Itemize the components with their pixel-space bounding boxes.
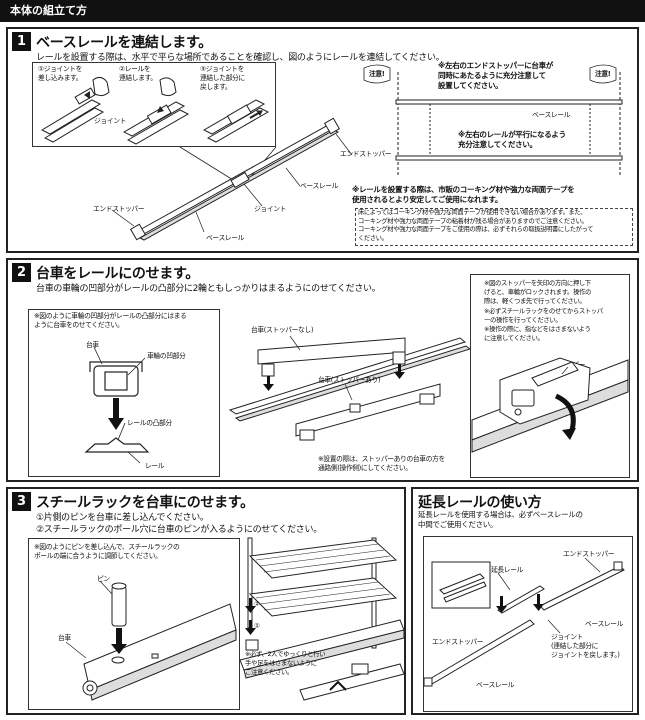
step3-step2-marker: ② <box>254 600 260 608</box>
step2-placement-note: ※設置の際は、ストッパーありの台車の方を 通路側(操作側)にしてください。 <box>318 455 445 472</box>
step1-base-rail-bottom-label: ベースレール <box>206 234 245 242</box>
ext-base-rail-bottom-label: ベースレール <box>476 681 515 689</box>
step3-step1-marker: ① <box>254 622 260 630</box>
ext-joint-note: ジョイント (連結した部分に ジョイントを戻します。) <box>551 633 620 659</box>
step1-note-small: 床によってはコーキング材や強力な両面テープが使用できない場合があります。また、 … <box>358 209 593 242</box>
step1-note-top: ※左右のエンドストッパーに台車が 同時にあたるように充分注意して 設置してくださ… <box>438 61 553 91</box>
step2-wheel-concave-label: 車輪の凹部分 <box>147 352 186 360</box>
step2-cart-label: 台車 <box>86 341 99 349</box>
ext-end-stopper-left-label: エンドストッパー <box>432 638 484 646</box>
step1-sub3-label: ③ジョイントを 連結した部分に 戻します。 <box>200 65 245 91</box>
step2-cart-no-stopper-label: 台車(ストッパーなし) <box>251 326 314 334</box>
ext-title: 延長レールの使い方 <box>418 495 542 511</box>
step1-sub2-label: ②レールを 連結します。 <box>119 65 157 82</box>
page-header: 本体の組立て方 <box>0 0 645 22</box>
step3-pin-label: ピン <box>97 575 110 583</box>
step2-rail-label: レール <box>145 462 165 470</box>
step3-description-2: ②スチールラックのポール穴に台車のピンが入るようにのせてください。 <box>36 525 322 535</box>
step2-title: 台車をレールにのせます。 <box>36 266 199 282</box>
step1-note-parallel: ※左右のレールが平行になるよう 充分注意してください。 <box>458 130 566 150</box>
step1-caution-right: 注意! <box>595 70 611 78</box>
ext-description: 延長レールを使用する場合は、必ずベースレールの 中間でご使用ください。 <box>418 510 583 529</box>
step3-cart-label: 台車 <box>58 634 71 642</box>
step2-inset-note: ※図のように車輪の凹部分がレールの凸部分にはまる ように台車をのせてください。 <box>34 312 187 329</box>
step1-title: ベースレールを連結します。 <box>36 35 212 51</box>
step1-end-stopper-left-label: エンドストッパー <box>93 205 145 213</box>
step1-note-small-box <box>355 208 633 246</box>
step1-note-bold: ※レールを設置する際は、市販のコーキング材や強力な両面テープを 使用されるとより… <box>352 185 575 204</box>
step1-number: 1 <box>12 32 31 51</box>
step1-caution-left: 注意! <box>369 70 385 78</box>
step1-base-rail-mid-label: ベースレール <box>300 182 339 190</box>
step3-safety-note: ※必ず、2人でゆっくりと行い 手や足をはさまないように ご注意ください。 <box>245 650 326 676</box>
step2-number: 2 <box>12 263 31 282</box>
step3-title: スチールラックを台車にのせます。 <box>36 495 254 511</box>
step2-stopper-note: ※図のストッパーを矢印の方向に押し下 げると、車輪がロックされます。操作の 際は… <box>484 279 603 343</box>
step2-description: 台車の車輪の凹部分がレールの凸部分に2輪ともしっかりはまるようにのせてください。 <box>36 284 381 294</box>
step1-rail-top-label: ベースレール <box>532 111 571 119</box>
step1-end-stopper-right-label: エンドストッパー <box>340 150 392 158</box>
ext-base-rail-right-label: ベースレール <box>585 620 624 628</box>
step2-rail-convex-label: レールの凸部分 <box>127 419 172 427</box>
ext-rail-label: 延長レール <box>491 566 523 574</box>
step1-joint-label: ジョイント <box>254 205 286 213</box>
ext-end-stopper-top-label: エンドストッパー <box>563 550 615 558</box>
step2-cart-with-stopper-label: 台車(ストッパーあり) <box>318 376 381 384</box>
step3-number: 3 <box>12 492 31 511</box>
step3-inset-note: ※図のようにピンを差し込んで、スチールラックの ポールの端に合うように調節してく… <box>34 543 180 560</box>
step3-description-1: ①片側のピンを台車に差し込んでください。 <box>36 513 209 523</box>
step1-description: レールを設置する際は、水平で平らな場所であることを確認し、図のようにレールを連結… <box>36 53 445 63</box>
step1-joint-small-label: ジョイント <box>94 117 126 125</box>
page-title: 本体の組立て方 <box>10 4 87 17</box>
step1-sub1-label: ①ジョイントを 差し込みます。 <box>38 65 83 82</box>
